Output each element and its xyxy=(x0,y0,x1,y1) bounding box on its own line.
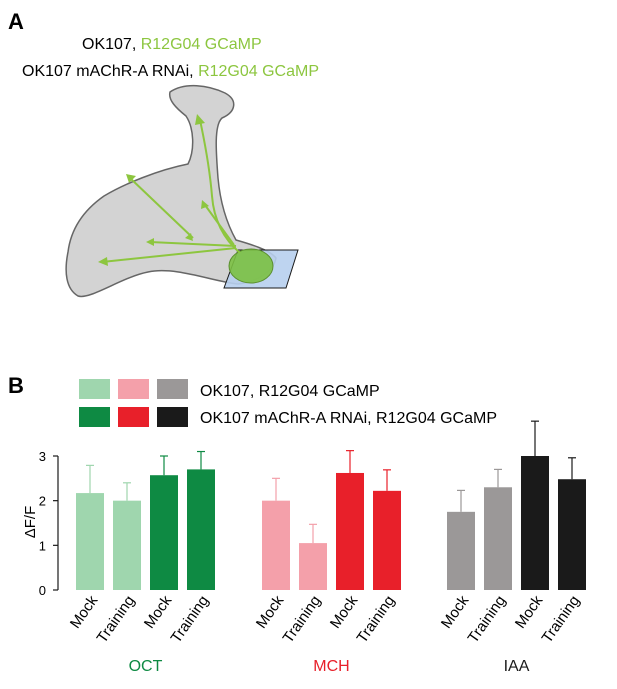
arrowhead-vertical xyxy=(195,114,205,125)
x-tick-label: Training xyxy=(94,593,139,647)
panel-a-title-line-1: OK107, R12G04 GCaMP xyxy=(82,36,262,53)
y-axis-label: ΔF/F xyxy=(22,506,39,539)
calyx-region xyxy=(228,248,274,284)
legend-swatch-oct-control xyxy=(79,379,110,399)
legend-swatch-oct-rnai xyxy=(79,407,110,427)
bar-iaa-mock xyxy=(447,511,475,590)
y-ticks: 0 1 2 3 xyxy=(39,449,58,598)
bar-iaa-training xyxy=(558,479,586,590)
x-tick-label: Training xyxy=(168,593,213,647)
panel-a-letter: A xyxy=(8,9,24,34)
x-tick-label: Mock xyxy=(438,592,473,632)
x-tick-label: Mock xyxy=(327,592,362,632)
group-labels: OCT MCH IAA xyxy=(129,658,530,675)
arrowhead-lower xyxy=(185,233,193,241)
group-label-mch: MCH xyxy=(313,658,349,675)
x-tick-label: Mock xyxy=(253,592,288,632)
panel-a-line2-genotype: OK107 mAChR-A RNAi, xyxy=(22,63,194,80)
legend-swatch-mch-control xyxy=(118,379,149,399)
arrowhead-horizontal xyxy=(98,257,108,266)
neuron-projections xyxy=(101,119,241,263)
x-tick-label: Mock xyxy=(67,592,102,632)
mushroom-body-diagram xyxy=(65,85,299,298)
bar-mch-training xyxy=(373,490,401,590)
projection-branch-left xyxy=(149,241,237,247)
x-tick-label: Training xyxy=(539,593,584,647)
panel-a-title-line-2: OK107 mAChR-A RNAi, R12G04 GCaMP xyxy=(22,63,319,80)
panel-a-line2-reporter: R12G04 GCaMP xyxy=(198,63,319,80)
bar-mch-mock xyxy=(262,500,290,590)
legend-label-control: OK107, R12G04 GCaMP xyxy=(200,383,380,400)
group-label-iaa: IAA xyxy=(504,658,530,675)
x-tick-label: Training xyxy=(465,593,510,647)
legend-swatch-mch-rnai xyxy=(118,407,149,427)
y-tick-label: 2 xyxy=(39,494,46,509)
arrowhead-left-branch xyxy=(146,238,154,246)
bar-mch-mock xyxy=(336,472,364,590)
x-tick-label: Mock xyxy=(141,592,176,632)
projection-arrowheads xyxy=(98,114,209,266)
bar-oct-training xyxy=(187,469,215,590)
bar-oct-mock xyxy=(150,475,178,590)
bar-mch-training xyxy=(299,543,327,590)
panel-a-line1-reporter: R12G04 GCaMP xyxy=(141,36,262,53)
legend-label-rnai: OK107 mAChR-A RNAi, R12G04 GCaMP xyxy=(200,410,497,427)
y-tick-label: 1 xyxy=(39,538,46,553)
projection-to-vertical-lobe xyxy=(199,119,241,254)
projection-to-upper-left xyxy=(129,177,194,239)
arrowhead-mid-branch xyxy=(201,200,209,209)
panel-a-line1-genotype: OK107, xyxy=(82,36,136,53)
bar-iaa-mock xyxy=(521,456,549,590)
mushroom-body-outline xyxy=(65,85,277,298)
x-tick-label: Mock xyxy=(512,592,547,632)
projection-branch-mid xyxy=(204,204,235,246)
legend-swatch-iaa-control xyxy=(157,379,188,399)
bars xyxy=(76,420,586,590)
y-tick-label: 3 xyxy=(39,449,46,464)
bar-oct-mock xyxy=(76,493,104,590)
bar-oct-training xyxy=(113,500,141,590)
x-tick-label: Training xyxy=(280,593,325,647)
x-tick-label: Training xyxy=(354,593,399,647)
projection-to-horizontal-lobe xyxy=(101,247,237,263)
panel-b-letter: B xyxy=(8,373,24,398)
group-label-oct: OCT xyxy=(129,658,163,675)
arrowhead-upper-left xyxy=(126,174,136,183)
bar-iaa-training xyxy=(484,487,512,590)
y-tick-label: 0 xyxy=(39,583,46,598)
legend: OK107, R12G04 GCaMP OK107 mAChR-A RNAi, … xyxy=(79,379,497,427)
legend-swatch-iaa-rnai xyxy=(157,407,188,427)
